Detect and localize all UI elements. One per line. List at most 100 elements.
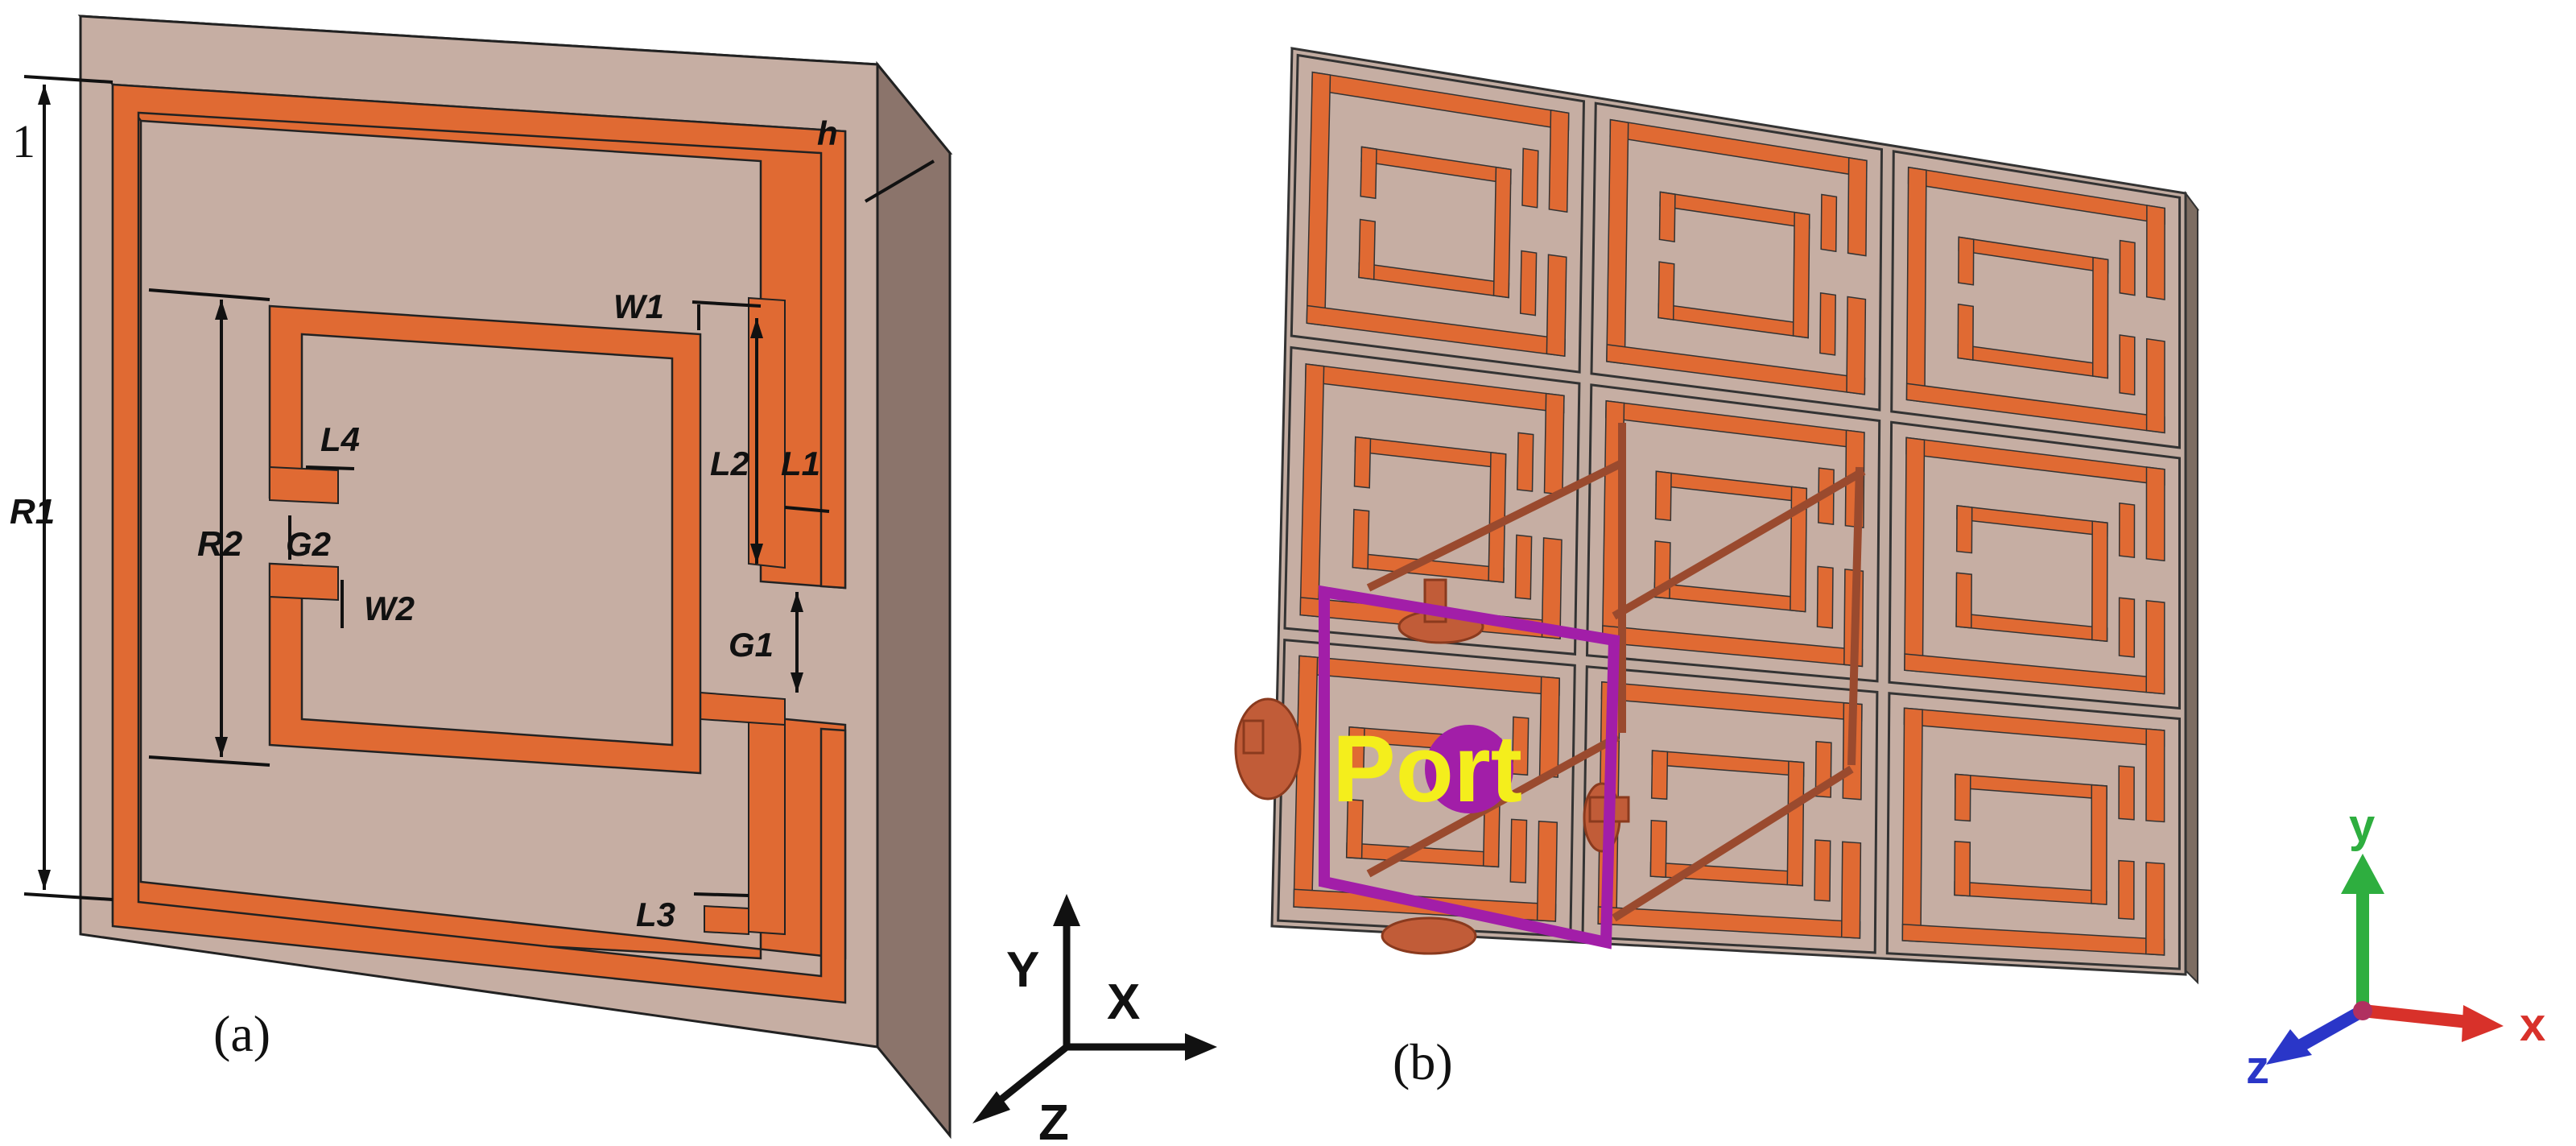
port-center-marker — [1425, 725, 1513, 813]
array-cell-r2-c3-outer-right-lower — [2145, 599, 2165, 695]
port-label: Port — [1332, 716, 1522, 822]
array-cell-r2-c1-outer-right-upper — [1543, 392, 1565, 495]
array-cell-r2-c2-hook-lower — [1816, 565, 1834, 629]
array-cell-r3-c2 — [1581, 665, 1879, 954]
port-rectangle — [1319, 585, 1620, 949]
label-l2: L2 — [710, 445, 749, 482]
array-cell-r3-c2-outer-right-lower — [1840, 841, 1862, 939]
array-cell-r1-c2-inner-left-lower — [1657, 261, 1675, 321]
array-cell-r2-c1-inner-right — [1488, 451, 1507, 583]
xyz-axes-indicator: Y X Z — [972, 894, 1217, 1146]
array-side-edge — [2185, 191, 2198, 985]
array-cell-r3-c3-inner-left-lower — [1954, 840, 1971, 897]
array-cell-r1-c1-inner-right — [1492, 166, 1512, 299]
substrate-side-face — [876, 60, 952, 1140]
array-cell-r3-c1-inner-left-lower — [1345, 798, 1364, 859]
label-l4: L4 — [320, 420, 360, 458]
array-cell-r1-c3-inner-right — [2091, 256, 2109, 379]
array-cell-r2-c1-hook-lower — [1514, 534, 1533, 600]
array-cell-r2-c3-inner-left-lower — [1955, 572, 1972, 629]
array-cell-r1-c2-hook-lower — [1819, 292, 1836, 356]
array-cell-r1-c3-outer-right-upper — [2145, 205, 2165, 300]
array-cell-r2-c2-inner-left-upper — [1654, 470, 1672, 522]
triad-label-z: z — [2246, 1041, 2269, 1094]
array-cell-r2-c3-hook-lower — [2118, 597, 2136, 658]
triad-label-y: y — [2349, 800, 2375, 852]
array-cell-r3-c1-hook-upper — [1511, 716, 1530, 776]
array-cell-r3-c1-hook-lower — [1509, 818, 1528, 883]
array-cell-r1-c2-outer-right-lower — [1846, 296, 1867, 395]
array-cell-r3-c2-inner-left-lower — [1649, 819, 1667, 879]
array-cell-r1-c3-inner-left-lower — [1957, 303, 1974, 361]
metamaterial-array: Port (b) — [1234, 47, 2200, 1090]
array-cell-r1-c1-hook-lower — [1519, 250, 1538, 316]
axis-label-z: Z — [1038, 1095, 1069, 1146]
caption-a: (a) — [213, 1005, 270, 1062]
array-cell-r1-c1 — [1290, 53, 1586, 374]
label-r1: R1 — [10, 492, 55, 532]
array-cells — [1277, 53, 2182, 970]
array-cell-r1-c3-outer-left — [1905, 166, 1927, 403]
unit-cell-diagram: 1 R1 R2 W1 L2 L1 L4 G2 W2 G1 L3 h (a) — [10, 14, 953, 1140]
dimension-arrowheads — [38, 85, 803, 890]
array-cell-r1-c3-outer-right-lower — [2145, 337, 2165, 434]
array-cell-r2-c1-outer-right-lower — [1541, 537, 1563, 639]
array-cell-r1-c2-inner-right — [1792, 211, 1810, 339]
array-cell-r3-c3-inner-right — [2091, 784, 2107, 905]
array-cell-r3-c3-outer-right-lower — [2145, 862, 2165, 956]
array-cell-r1-c3-hook-upper — [2119, 239, 2136, 296]
caption-b: (b) — [1393, 1033, 1453, 1090]
array-cell-r2-c1-inner-left-lower — [1352, 508, 1370, 570]
label-edge-one: 1 — [12, 115, 35, 168]
array-cell-r2-c1-hook-upper — [1517, 432, 1534, 492]
array-cell-r1-c3-hook-lower — [2119, 334, 2136, 396]
array-cell-r3-c3-hook-upper — [2118, 765, 2135, 821]
label-w2: W2 — [364, 590, 415, 627]
substrate-front-face — [79, 14, 879, 1049]
array-cell-r3-c1-inner-left-upper — [1348, 726, 1365, 779]
label-h: h — [817, 114, 838, 152]
array-cell-r1-c1-inner-left-lower — [1358, 218, 1376, 280]
dimension-lines — [23, 75, 935, 901]
array-cell-r2-c3-inner-left-upper — [1955, 505, 1973, 554]
array-cell-r1-c3-inner-left-upper — [1958, 236, 1975, 286]
label-w1: W1 — [613, 288, 664, 325]
coordinate-triad: y x z — [2246, 800, 2545, 1094]
axis-label-y: Y — [1006, 942, 1039, 998]
array-cell-r1-c2-hook-upper — [1820, 193, 1838, 253]
array-cell-r2-c2 — [1585, 383, 1881, 683]
array-cell-r3-c2-inner-left-upper — [1650, 750, 1669, 801]
array-cell-r1-c1-inner-left-upper — [1360, 146, 1377, 200]
array-cell-r1-c2-inner-left-upper — [1658, 191, 1676, 242]
label-r2: R2 — [197, 524, 243, 564]
array-cell-r2-c1 — [1283, 345, 1581, 656]
label-g1: G1 — [729, 626, 774, 664]
array-cell-r2-c3-hook-upper — [2118, 502, 2136, 559]
array-cell-r3-c3-hook-lower — [2118, 859, 2135, 921]
array-cell-r1-c2-outer-right-upper — [1847, 157, 1868, 257]
label-g2: G2 — [286, 525, 331, 563]
array-cell-r3-c1-outer-right-lower — [1536, 820, 1558, 922]
inner-split-ring — [268, 304, 702, 775]
array-cell-r1-c1-outer-right-lower — [1546, 254, 1567, 358]
array-cell-r1-c2 — [1590, 101, 1884, 412]
array-cell-r2-c2-inner-right — [1790, 486, 1808, 613]
array-cell-r3-c2-hook-lower — [1814, 839, 1831, 902]
triad-label-x: x — [2520, 999, 2545, 1051]
array-cell-r3-c3-outer-left — [1901, 707, 1923, 942]
array-cell-r3-c1-outer-right-upper — [1538, 676, 1560, 778]
array-cell-r3-c2-inner-right — [1786, 760, 1805, 887]
array-cell-r2-c1-inner-left-upper — [1353, 436, 1372, 489]
array-cell-r3-c3-inner-left-upper — [1954, 773, 1971, 822]
label-l3: L3 — [636, 896, 675, 933]
axis-label-x: X — [1107, 974, 1140, 1030]
label-l1: L1 — [781, 445, 820, 482]
array-cell-r1-c2-outer-left — [1606, 118, 1629, 365]
array-cell-r2-c3-outer-left — [1904, 436, 1926, 673]
array-cell-r1-c1-hook-upper — [1521, 147, 1539, 209]
array-cell-r2-c3-outer-right-upper — [2145, 466, 2165, 562]
array-cell-r1-c1-outer-right-upper — [1548, 109, 1570, 213]
array-cell-r3-c3-outer-right-upper — [2145, 728, 2165, 823]
array-cell-r2-c3-inner-right — [2091, 520, 2108, 643]
